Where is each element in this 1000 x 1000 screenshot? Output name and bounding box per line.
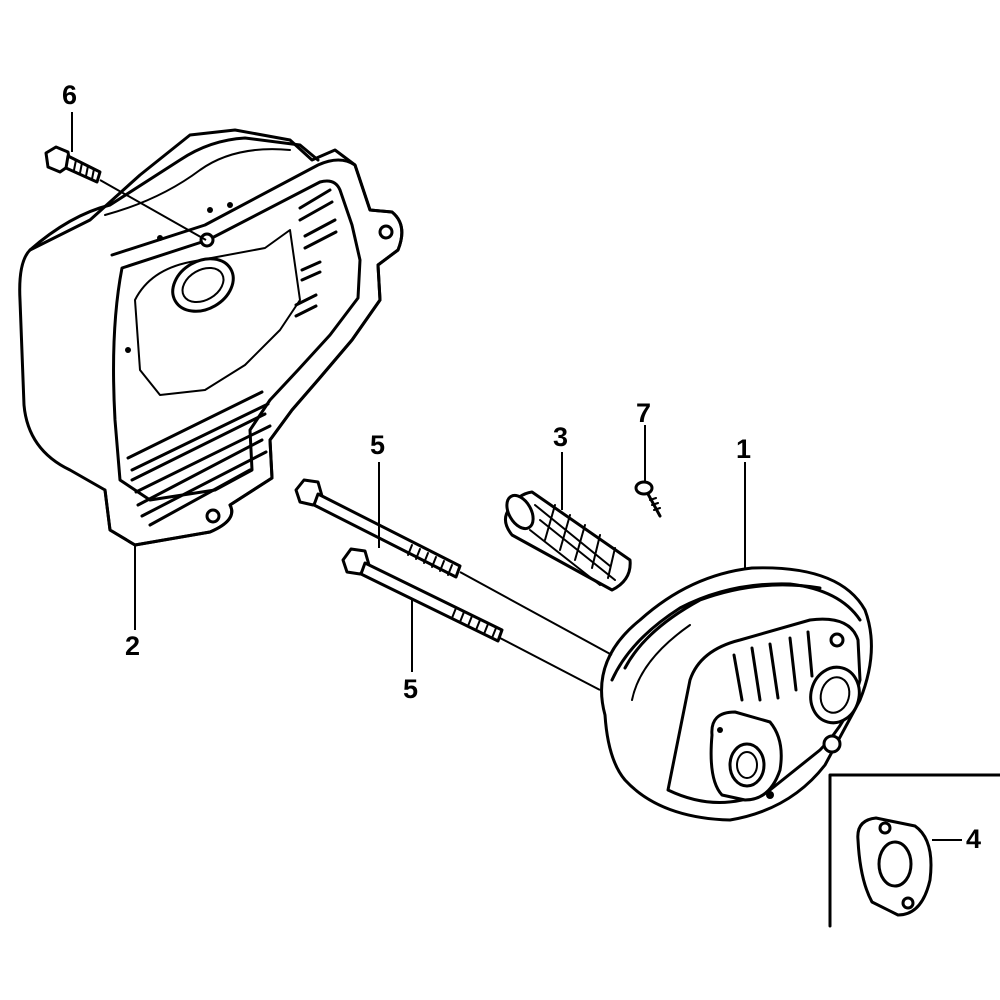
- tapping-screw-drawing: [634, 480, 662, 518]
- callout-2: 2: [125, 631, 141, 661]
- long-bolt-upper-drawing: [294, 478, 462, 579]
- muffler-drawing: [600, 566, 873, 822]
- long-bolt-lower-drawing: [341, 547, 504, 643]
- gasket-drawing: [828, 773, 1000, 928]
- callout-4: 4: [966, 824, 982, 854]
- callout-6: 6: [62, 80, 78, 110]
- callout-5-lower: 5: [403, 674, 419, 704]
- muffler-protector-drawing: [18, 128, 404, 547]
- callout-3: 3: [553, 422, 569, 452]
- callout-1: 1: [736, 434, 752, 464]
- spark-arrester-drawing: [504, 490, 632, 592]
- leader-lines: [71, 112, 962, 841]
- callout-7: 7: [636, 398, 652, 428]
- callout-5-upper: 5: [370, 430, 386, 460]
- flange-bolt-drawing: [44, 145, 102, 184]
